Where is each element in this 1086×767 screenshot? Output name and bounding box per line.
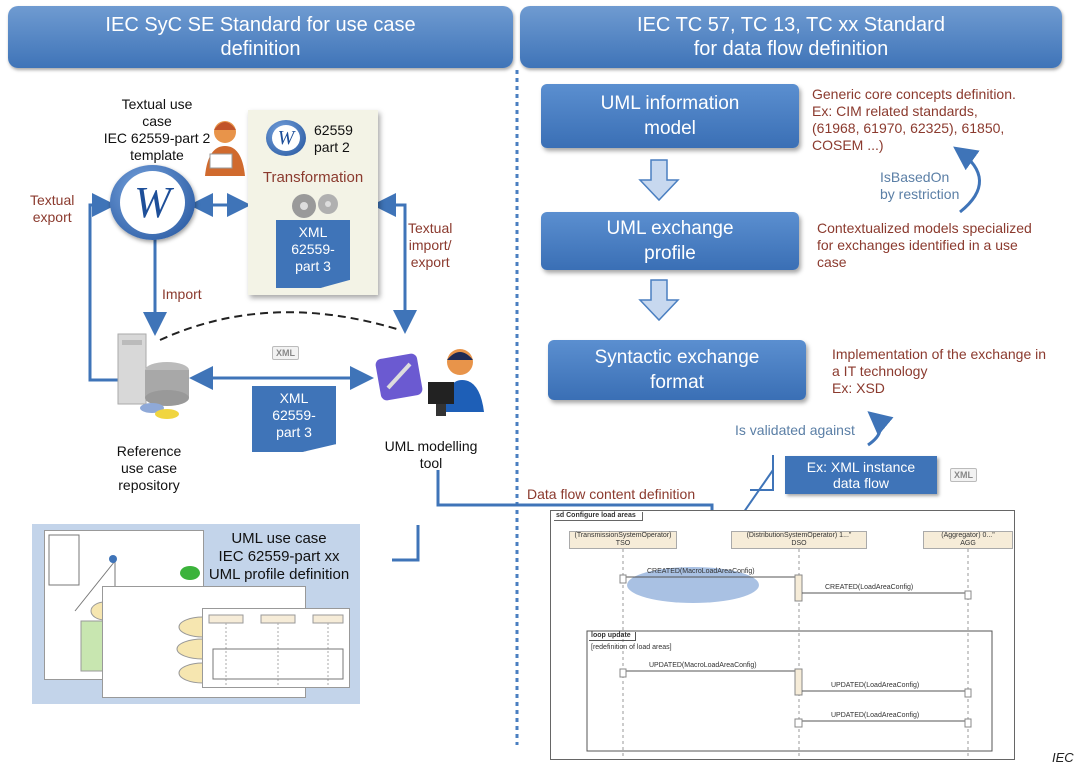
database-icon [117, 333, 189, 419]
xml-file-icon: XML [272, 346, 299, 360]
uml-exchange-profile-box: UML exchange profile [541, 212, 799, 270]
transformation-box: W 62559 part 2 Transformation XML 62559-… [248, 110, 378, 295]
message-created-loadarea: CREATED(LoadAreaConfig) [825, 584, 914, 591]
message-updated-loadarea-2: UPDATED(LoadAreaConfig) [831, 712, 920, 719]
textual-export-label: Textual export [30, 192, 75, 225]
center-xml-doc: XML 62559- part 3 [252, 386, 336, 452]
uml-profile-label: UML use case IEC 62559-part xx UML profi… [208, 530, 350, 583]
gears-icon [292, 194, 338, 218]
right-header: IEC TC 57, TC 13, TC xx Standard for dat… [520, 6, 1062, 68]
modelling-tool-icon [375, 349, 484, 416]
loop-guard: [redefinition of load areas] [591, 644, 672, 651]
xml-instance-icon: XML [950, 468, 977, 482]
sequence-lines [586, 549, 993, 759]
textual-use-case-label: Textual use case IEC 62559-part 2 templa… [103, 96, 211, 163]
left-header: IEC SyC SE Standard for use case definit… [8, 6, 513, 68]
validated-against-label: Is validated against [735, 422, 855, 438]
transformation-part: 62559 part 2 [314, 122, 353, 155]
data-flow-content-label: Data flow content definition [527, 486, 696, 502]
import-label: Import [162, 286, 202, 302]
textual-import-export-label: Textual import/ export [408, 220, 453, 270]
syntactic-exchange-format-box: Syntactic exchange format [548, 340, 806, 400]
uml-information-model-box: UML information model [541, 84, 799, 148]
transformation-title: Transformation [262, 169, 364, 186]
sequence-diagram: sd Configure load areas (TransmissionSys… [550, 510, 1015, 760]
person-icon [205, 121, 245, 176]
iec-credit: IEC [1052, 750, 1074, 765]
lifeline-dso: (DistributionSystemOperator) 1..." DSO [731, 531, 867, 549]
generic-core-text: Generic core concepts definition. Ex: CI… [812, 86, 1016, 153]
lifeline-agg: (Aggregator) 0..." AGG [923, 531, 1013, 549]
xml-instance-box: Ex: XML instance data flow [785, 456, 937, 494]
message-updated-macro: UPDATED(MacroLoadAreaConfig) [649, 662, 757, 669]
tool-label: UML modelling tool [384, 438, 478, 471]
w-logo-icon: W [110, 165, 195, 240]
transformation-doc: XML 62559- part 3 [276, 220, 350, 288]
message-created-macro: CREATED(MacroLoadAreaConfig) [647, 568, 755, 575]
w-small-icon: W [266, 120, 306, 156]
profile-diagram-3 [202, 608, 350, 688]
repository-label: Reference use case repository [116, 443, 182, 493]
is-based-on-label: IsBasedOn by restriction [880, 169, 960, 202]
sequence-title: sd Configure load areas [554, 512, 643, 521]
lifeline-tso: (TransmissionSystemOperator) TSO [569, 531, 677, 549]
uml-profile-panel: UML use case IEC 62559-part xx UML profi… [32, 524, 360, 704]
message-updated-loadarea-1: UPDATED(LoadAreaConfig) [831, 682, 920, 689]
contextualized-text: Contextualized models specialized for ex… [817, 220, 1032, 270]
implementation-text: Implementation of the exchange in a IT t… [832, 346, 1047, 396]
loop-label: loop update [589, 632, 636, 641]
